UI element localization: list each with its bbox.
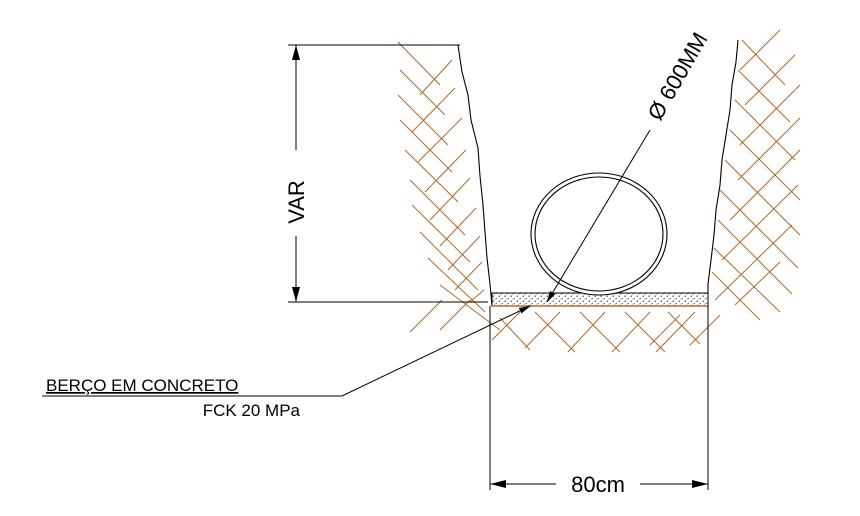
height-dimension [280,44,488,303]
height-dimension-label: VAR [284,180,309,224]
width-dimension [489,306,709,490]
bedding-title-label: BERÇO EM CONCRETO [46,376,238,395]
width-dimension-label: 80cm [571,472,625,497]
left-soil-hatching [397,41,501,333]
right-soil-hatching [649,29,801,346]
bedding-spec-label: FCK 20 MPa [203,401,301,420]
pipe-diameter-label: Ø 600MM [643,28,713,124]
bottom-soil-hatching [491,311,701,353]
bedding-leader [42,305,531,397]
pipe-section [530,172,668,296]
diameter-leader [546,129,651,303]
